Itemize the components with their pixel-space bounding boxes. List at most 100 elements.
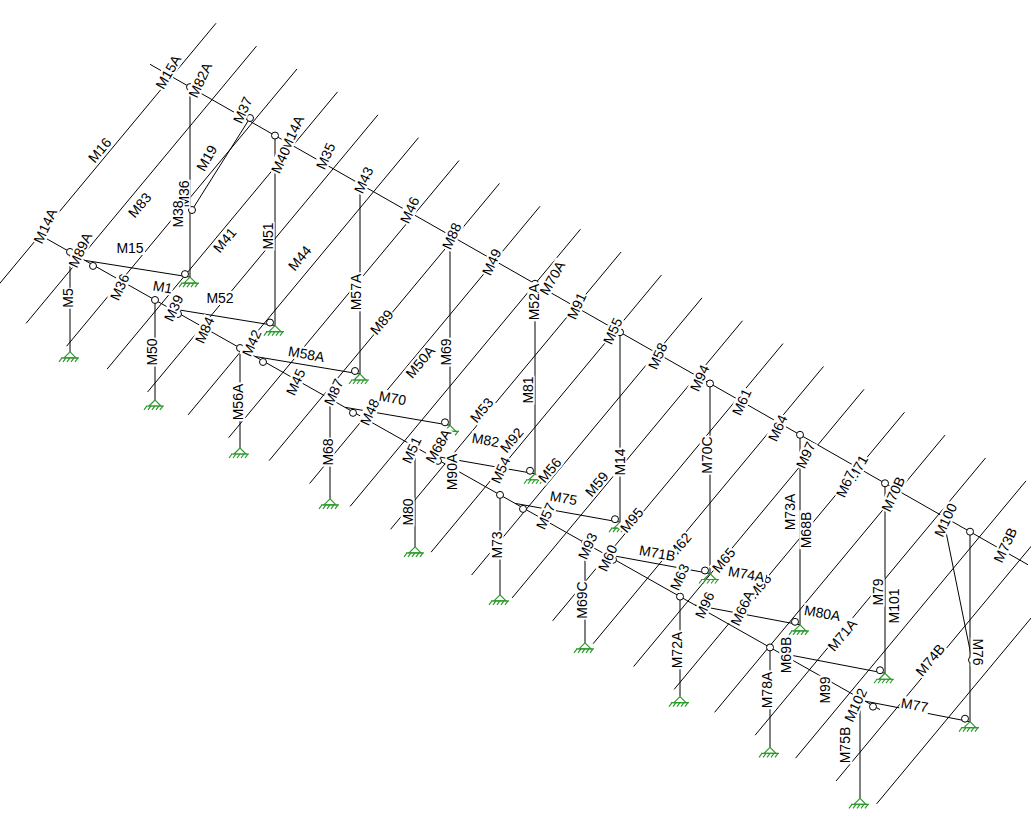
supports [59, 277, 979, 808]
support-triangle [674, 697, 686, 703]
support-symbol [144, 400, 164, 410]
support-symbol [759, 747, 779, 757]
member-label: M90A [445, 453, 459, 492]
member-line [415, 447, 416, 547]
member-label: M14 [613, 447, 627, 476]
member-line [150, 64, 1028, 564]
support-hatch [264, 332, 284, 336]
support-triangle [964, 722, 976, 728]
member-label: M57 [533, 500, 558, 532]
member-line [0, 23, 216, 300]
member-lines [0, 23, 1031, 804]
member-line [85, 260, 190, 277]
support-symbol [404, 547, 424, 557]
member-line [148, 115, 378, 392]
member-line [67, 69, 297, 346]
member-label: M57A [349, 273, 363, 312]
member-label: M82 [470, 431, 501, 450]
member-label: M40 [268, 144, 293, 176]
support-triangle [149, 400, 161, 406]
support-symbol [349, 374, 369, 384]
member-label: M36 [107, 271, 132, 303]
hinge-symbol [870, 703, 877, 710]
hinge-symbol [272, 132, 279, 139]
member-label: M69B [779, 636, 793, 675]
member-label: M60 [595, 542, 620, 574]
support-hatch [229, 454, 249, 458]
support-triangle [64, 352, 76, 358]
member-label: M46 [397, 194, 422, 226]
member-label: M73B [990, 525, 1019, 566]
support-hatch [849, 804, 869, 808]
member-line [170, 308, 275, 325]
member-line [593, 366, 823, 643]
hinge-symbol [267, 319, 274, 326]
support-hatch [349, 380, 369, 384]
support-triangle [354, 374, 366, 380]
hinge-symbol [882, 480, 889, 487]
support-symbol [874, 673, 894, 683]
member-label: M73A [783, 493, 797, 532]
member-label: M59 [582, 468, 612, 499]
hinge-symbol [707, 380, 714, 387]
support-hatch [789, 631, 809, 635]
member-label: M72A [670, 631, 684, 670]
member-label: M56 [535, 454, 565, 485]
member-line [836, 504, 1031, 781]
member-label: M89A [65, 230, 94, 271]
hinge-symbol [527, 467, 534, 474]
member-label: M43 [351, 164, 376, 196]
support-hatch [959, 728, 979, 732]
member-line [229, 161, 459, 438]
hinge-symbol [677, 593, 684, 600]
member-label: M75B [838, 726, 852, 765]
member-label: M70A [536, 258, 567, 298]
support-symbol [489, 595, 509, 605]
hinges [67, 84, 976, 723]
support-triangle [879, 673, 891, 679]
support-hatch [59, 358, 79, 362]
hinge-symbol [767, 644, 774, 651]
support-hatch [699, 580, 719, 584]
hinge-symbol [797, 431, 804, 438]
support-triangle [579, 643, 591, 649]
member-label: M82A [185, 60, 214, 101]
member-label: M64 [765, 412, 790, 444]
member-label: M44 [285, 242, 315, 273]
member-label: M92 [497, 424, 527, 455]
member-label: M68B [799, 511, 813, 550]
member-line [620, 332, 621, 522]
hinge-symbol [520, 505, 527, 512]
support-hatch [574, 649, 594, 653]
member-label: M91 [564, 290, 589, 322]
member-label: M61 [729, 386, 754, 418]
member-line [715, 435, 945, 712]
member-label: M45 [283, 366, 308, 398]
member-label: M39 [161, 292, 186, 324]
support-triangle [794, 625, 806, 631]
member-line [450, 235, 451, 425]
member-label: M83 [125, 189, 155, 220]
member-label: M58 [645, 340, 670, 372]
member-label: M52 [205, 291, 234, 305]
member-line [350, 229, 580, 506]
member-label: M100 [932, 500, 960, 539]
member-label: M94 [687, 362, 712, 394]
member-label: M77 [899, 696, 930, 715]
member-label: M69C [575, 580, 589, 619]
member-label: M38 [171, 199, 185, 228]
hinge-symbol [352, 368, 359, 375]
member-label: M70C [700, 435, 714, 474]
member-line [710, 384, 711, 574]
member-label: M68 [321, 437, 335, 466]
member-line [515, 503, 620, 522]
member-label: M95 [617, 504, 647, 535]
support-triangle [764, 747, 776, 753]
member-label: M41 [210, 224, 240, 255]
member-label: M97 [793, 439, 818, 471]
member-label: M81 [521, 375, 535, 404]
member-label: M87 [321, 376, 346, 408]
hinge-symbol [967, 528, 974, 535]
member-label: M5 [61, 287, 75, 308]
member-label: M54 [488, 454, 513, 486]
